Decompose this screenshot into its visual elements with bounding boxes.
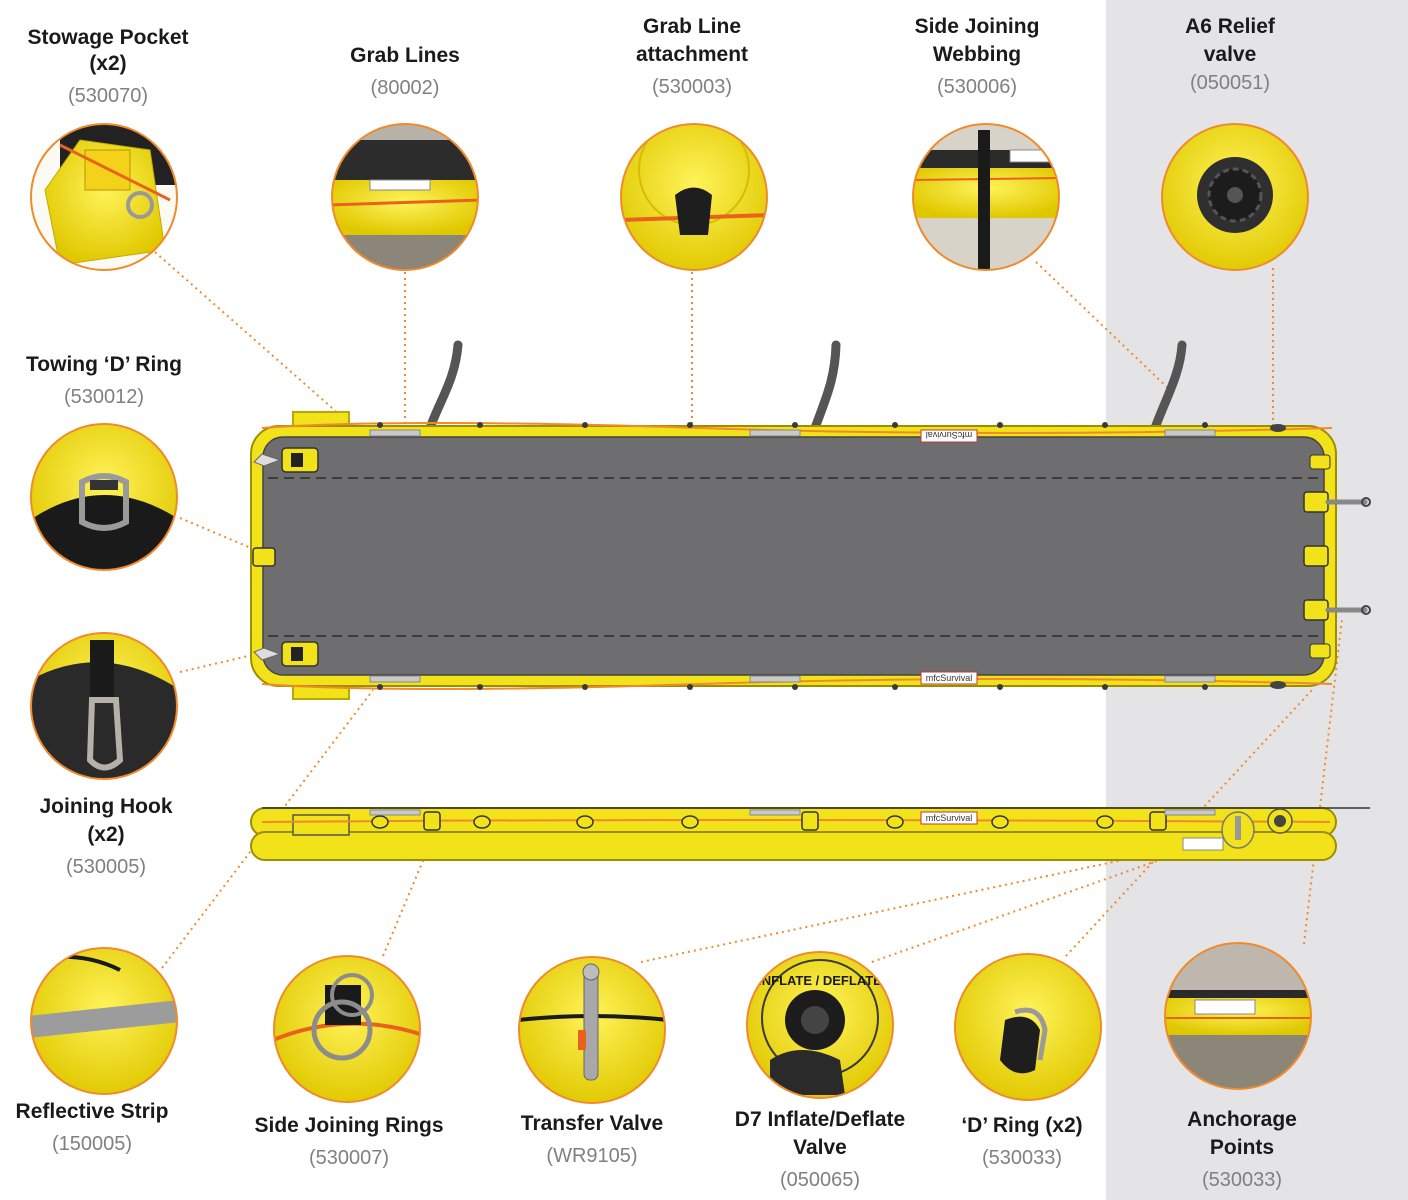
stowage-pocket-photo xyxy=(31,124,177,270)
side-d-ring xyxy=(423,811,441,831)
grab-line-loop xyxy=(810,340,841,433)
anchorage-points-photo xyxy=(1165,943,1311,1089)
transfer-valve-photo xyxy=(519,957,665,1103)
brand-text-top: mfcSurvival xyxy=(926,430,973,440)
leader-towing-d-ring xyxy=(179,517,252,549)
callout-ring xyxy=(746,951,894,1099)
raft-floor xyxy=(262,436,1325,676)
grab-line-loop xyxy=(1150,340,1187,433)
label-joining-hook: Joining Hook (x2) (530005) xyxy=(39,795,173,878)
label-transfer-valve: Transfer Valve (WR9105) xyxy=(520,1112,664,1167)
callout-ring xyxy=(273,955,421,1103)
callout-ring xyxy=(30,423,178,571)
callout-ring xyxy=(518,956,666,1104)
joining-hooks xyxy=(253,447,319,667)
side-d-ring xyxy=(1149,811,1167,831)
grab-line-attachment-photo xyxy=(621,124,767,270)
callout-ring xyxy=(954,953,1102,1101)
inflate-deflate-valve-photo: INFLATE / DEFLATE xyxy=(747,952,893,1098)
side-brand-label xyxy=(920,811,978,825)
callout-ring xyxy=(30,947,178,1095)
raft-top-view: mfcSurvival mfcSurvival xyxy=(250,340,1371,700)
side-brand-text: mfcSurvival xyxy=(926,813,973,823)
reflective-strip-photo xyxy=(31,948,177,1094)
side-info-label xyxy=(1182,837,1224,851)
callout-ring xyxy=(620,123,768,271)
label-grab-line-attachment: Grab Line attachment (530003) xyxy=(635,15,749,98)
towing-d-ring-mark xyxy=(252,547,276,567)
label-stowage-pocket: Stowage Pocket (x2) (530070) xyxy=(27,26,189,107)
side-stowage-pocket xyxy=(292,814,350,836)
relief-valve-mark xyxy=(1270,681,1286,689)
leader-side-joining-rings xyxy=(382,831,436,957)
callout-ring xyxy=(30,632,178,780)
callout-ring xyxy=(30,123,178,271)
anchorage-points-mark xyxy=(1303,454,1371,659)
leader-side-joining-webbing xyxy=(1035,261,1171,391)
brand-label-top xyxy=(920,429,978,443)
d-ring-photo xyxy=(955,954,1101,1100)
label-anchorage-points: Anchorage Points (530033) xyxy=(1187,1108,1297,1191)
a6-relief-valve-photo xyxy=(1162,124,1308,270)
label-side-joining-rings: Side Joining Rings (530007) xyxy=(254,1114,444,1169)
callout-ring xyxy=(1164,942,1312,1090)
relief-valve-mark xyxy=(1270,424,1286,432)
side-joining-webbing-photo xyxy=(913,124,1059,270)
callout-ring xyxy=(1161,123,1309,271)
grab-line-loop xyxy=(425,340,463,433)
label-towing-d-ring: Towing ‘D’ Ring (530012) xyxy=(26,353,182,408)
joining-hook-photo xyxy=(31,633,177,779)
callout-ring xyxy=(331,123,479,271)
label-inflate-deflate-valve: D7 Inflate/Deflate Valve (050065) xyxy=(734,1108,906,1191)
label-grab-lines: Grab Lines (80002) xyxy=(350,44,460,99)
brand-label-bottom xyxy=(920,671,978,685)
leader-anchorage-points xyxy=(1303,618,1343,945)
side-d-ring xyxy=(801,811,819,831)
towing-d-ring-photo xyxy=(31,424,177,570)
leader-stowage-pocket xyxy=(154,251,341,416)
label-a6-relief-valve: A6 Relief valve (050051) xyxy=(1185,15,1275,94)
label-d-ring: ‘D’ Ring (x2) (530033) xyxy=(961,1114,1083,1169)
label-side-joining-webbing: Side Joining Webbing (530006) xyxy=(914,15,1040,98)
callout-ring xyxy=(912,123,1060,271)
lower-tube xyxy=(250,831,1337,861)
brand-text-bottom: mfcSurvival xyxy=(926,673,973,683)
side-joining-rings-photo xyxy=(274,956,420,1102)
valve-text: INFLATE / DEFLATE xyxy=(758,973,882,988)
raft-side-view: mfcSurvival xyxy=(250,807,1370,861)
label-reflective-strip: Reflective Strip (150005) xyxy=(15,1100,169,1155)
